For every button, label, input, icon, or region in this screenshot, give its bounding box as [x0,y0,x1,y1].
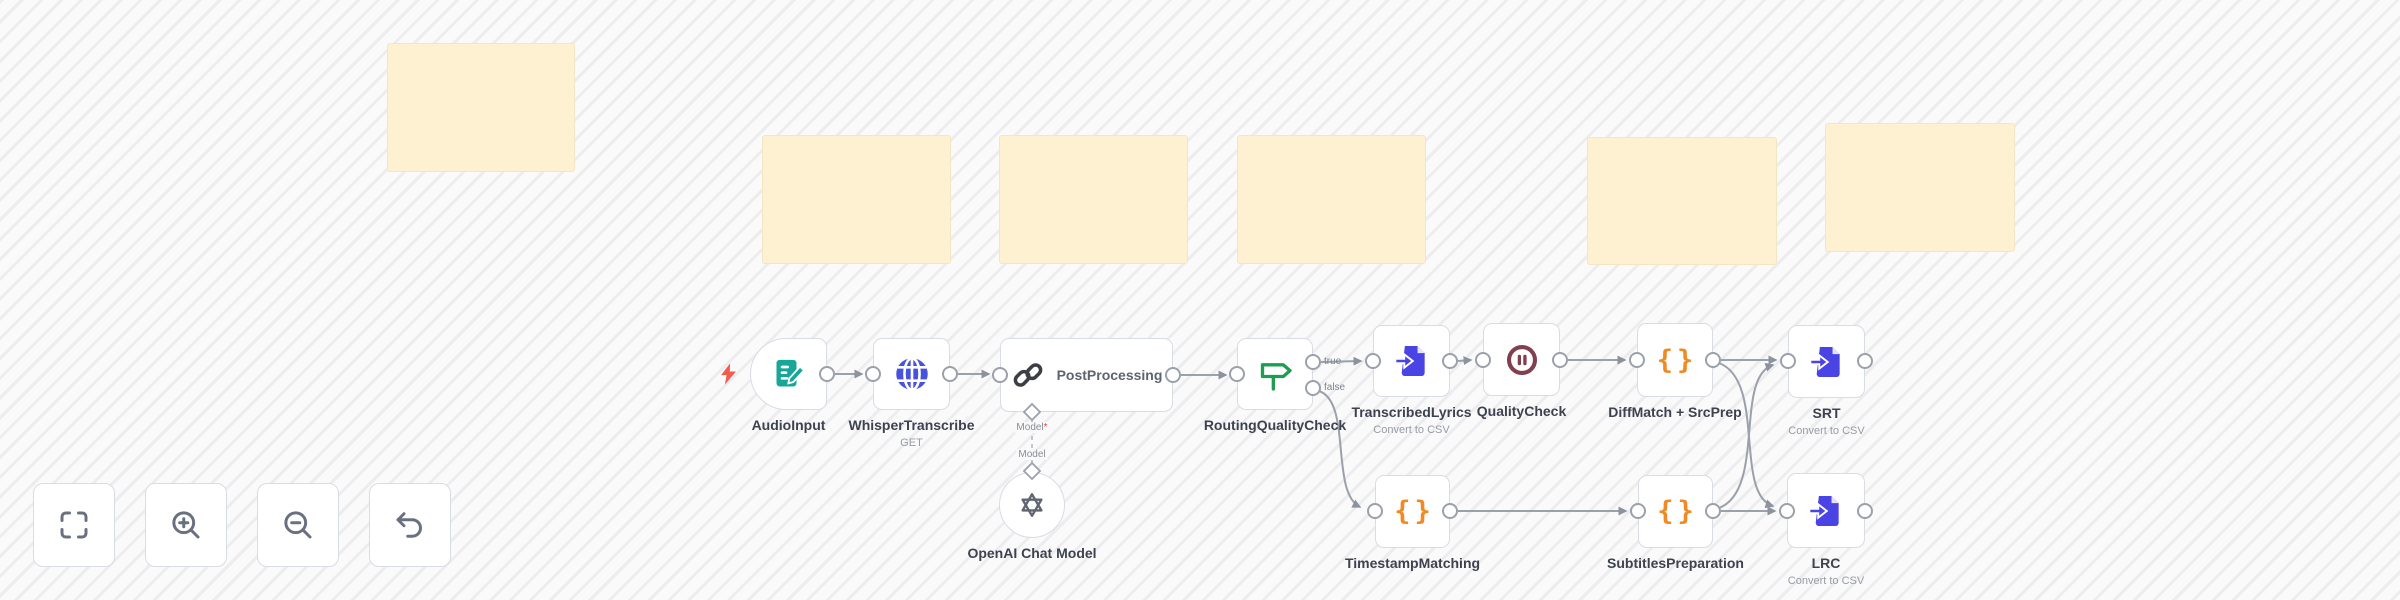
node-name: LRC [1811,555,1841,571]
openai-icon [1021,493,1043,517]
undo-icon [396,512,422,538]
node-subtitle: Convert to CSV [1373,423,1450,436]
zoom-in-button[interactable] [145,483,227,567]
code-braces-icon: {} [1656,344,1698,376]
fit-view-icon [60,511,88,539]
sticky-note[interactable] [1825,123,2015,252]
connection-endpoints[interactable] [819,352,1873,519]
node-name: AudioInput [751,417,826,433]
node-lrc[interactable]: LRC Convert to CSV [1787,473,1865,587]
fit-view-button[interactable] [33,483,115,567]
node-subtitle: GET [900,436,923,449]
globe-icon [895,356,928,392]
node-name: RoutingQualityCheck [1203,417,1347,433]
node-name: PostProcessing [1056,367,1163,383]
chain-link-icon [1013,363,1042,387]
sticky-note[interactable] [387,43,575,172]
zoom-in-icon [172,511,200,539]
node-routingqualitycheck[interactable]: RoutingQualityCheck [1204,338,1346,433]
node-name: WhisperTranscribe [848,417,975,433]
node-audioinput[interactable]: AudioInput [750,338,827,433]
model-endpoint-label: Model [1016,449,1048,460]
form-icon [776,359,805,387]
branch-label-false: false [1324,382,1346,393]
node-name: SRT [1812,405,1841,421]
node-diffmatch-srcprep[interactable]: {} DiffMatch + SrcPrep [1608,323,1742,420]
node-name: TranscribedLyrics [1351,404,1472,420]
node-timestampmatching[interactable]: {} TimestampMatching [1345,475,1480,571]
code-braces-icon: {} [1394,496,1435,527]
sticky-note[interactable] [1587,137,1777,265]
node-name: QualityCheck [1476,403,1567,419]
node-postprocessing[interactable]: PostProcessing [1000,338,1173,412]
node-transcribedlyrics[interactable]: TranscribedLyrics Convert to CSV [1351,325,1472,436]
zoom-out-button[interactable] [257,483,339,567]
pause-wait-icon [1506,344,1537,375]
signpost-icon [1260,363,1292,391]
code-braces-icon: {} [1657,496,1698,527]
node-name: SubtitlesPreparation [1607,555,1744,571]
node-name: TimestampMatching [1344,555,1481,571]
file-import-icon [1808,495,1839,526]
file-import-icon [1393,345,1425,377]
node-subtitle: Convert to CSV [1788,424,1865,437]
trigger-bolt-icon [721,363,736,385]
node-name: DiffMatch + SrcPrep [1608,404,1742,420]
sticky-note[interactable] [762,135,951,264]
node-subtitlespreparation[interactable]: {} SubtitlesPreparation [1607,475,1744,571]
file-import-icon [1808,346,1840,377]
model-required-label: Model* [1014,422,1050,433]
node-qualitycheck[interactable]: QualityCheck [1477,323,1566,419]
node-name: OpenAI Chat Model [967,545,1097,561]
node-openai-chat-model[interactable]: OpenAI Chat Model [967,472,1097,561]
node-srt[interactable]: SRT Convert to CSV [1788,325,1865,437]
undo-button[interactable] [369,483,451,567]
zoom-out-icon [284,511,312,539]
node-subtitle: Convert to CSV [1787,574,1865,587]
sticky-note[interactable] [1237,135,1426,264]
node-whispertranscribe[interactable]: WhisperTranscribe GET [848,338,975,449]
branch-label-true: true [1324,356,1342,367]
sticky-note[interactable] [999,135,1188,264]
